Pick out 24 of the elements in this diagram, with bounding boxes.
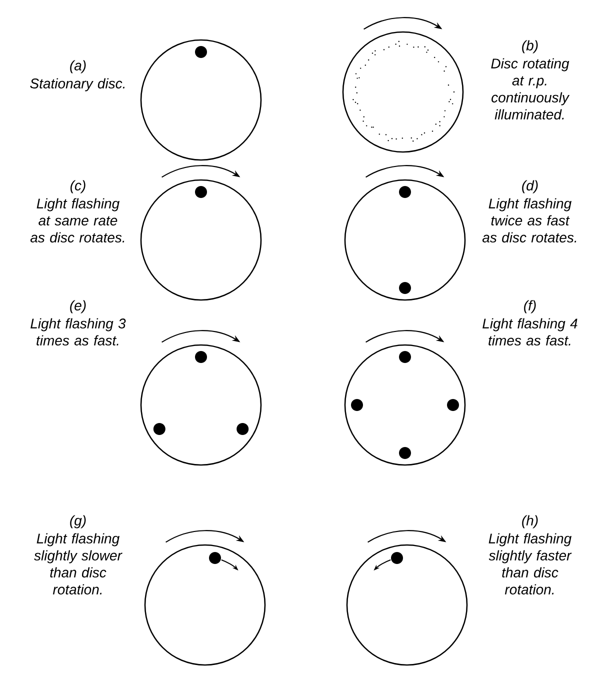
disc — [144, 544, 266, 666]
disc — [140, 39, 262, 161]
panel-label: (b) — [522, 40, 538, 54]
panel-label: (h) — [522, 515, 538, 528]
disc — [344, 179, 466, 301]
description: Light flashing twice as fast as disc rotates. — [482, 198, 576, 242]
disc — [140, 179, 262, 301]
disc — [140, 344, 262, 466]
description: Stationary disc. — [30, 78, 125, 92]
description: Light flashing 3 times as fast. — [30, 318, 126, 346]
description: Disc rotating at r.p. continuously illuminated. — [491, 58, 570, 120]
panel-label: (e) — [70, 300, 86, 314]
panel-label: (d) — [522, 180, 538, 194]
panel-label: (g) — [70, 515, 86, 528]
description: Light flashing slightly slower than disc rotation. — [34, 533, 122, 594]
panel-label: (a) — [70, 60, 86, 74]
disc — [344, 344, 466, 466]
disc — [346, 544, 468, 666]
panel-label: (f) — [524, 300, 536, 314]
panel-label: (c) — [70, 180, 86, 194]
description: Light flashing at same rate as disc rotates. — [30, 198, 124, 242]
disc — [342, 31, 464, 153]
description: Light flashing slightly faster than disc rotation. — [488, 533, 572, 594]
description: Light flashing 4 times as fast. — [482, 318, 578, 346]
